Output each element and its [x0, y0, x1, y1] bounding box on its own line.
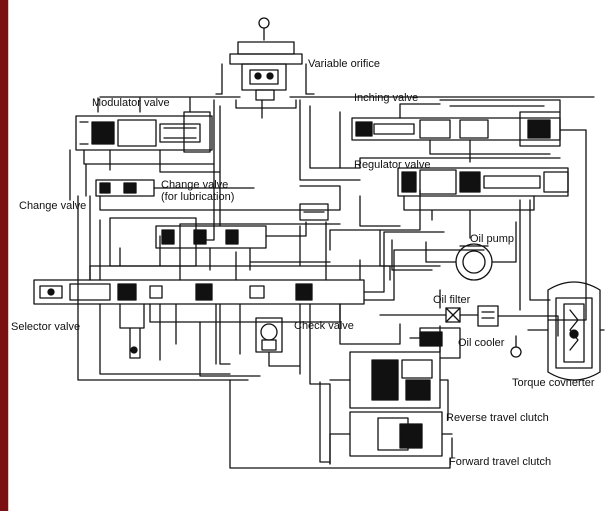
- oil-filter: [379, 289, 479, 323]
- label-check-valve: Check valve: [294, 320, 354, 332]
- label-inching-valve: Inching valve: [354, 92, 419, 104]
- label-for-lubrication: (for lubrication): [161, 191, 235, 203]
- label-regulator-valve: Regulator valve: [354, 159, 431, 171]
- pressure-gauge-icon: [510, 346, 522, 358]
- variable-orifice: [99, 17, 595, 109]
- label-forward-travel-clutch: Forward travel clutch: [449, 456, 552, 468]
- label-torque-converter: Torque covnerter: [512, 377, 595, 389]
- forward-travel-clutch: [329, 411, 453, 465]
- selector-valve: [33, 225, 391, 365]
- label-modulator-valve: Modulator valve: [92, 97, 170, 109]
- label-oil-cooler: Oil cooler: [458, 337, 505, 349]
- change-valve: [77, 195, 307, 297]
- label-selector-valve: Selector valve: [11, 321, 81, 333]
- inching-valve: [351, 99, 587, 311]
- modulator-valve: [75, 97, 221, 173]
- change-valve-lubrication: [95, 179, 341, 221]
- regulator-valve: [359, 157, 569, 239]
- left-border: [0, 0, 9, 511]
- reverse-travel-clutch: [329, 327, 461, 421]
- pressure-gauge-icon: [258, 17, 270, 29]
- check-valve: [239, 303, 301, 375]
- label-oil-pump: Oil pump: [470, 233, 515, 245]
- torque-converter: [527, 281, 605, 381]
- oil-pump: [425, 221, 517, 281]
- oil-lines: [69, 99, 587, 469]
- label-variable-orifice: Variable orifice: [308, 58, 380, 70]
- label-oil-filter: Oil filter: [433, 294, 471, 306]
- oil-cooler: [477, 305, 559, 358]
- label-change-valve: Change valve: [19, 200, 87, 212]
- label-change-valve-lubrication: Change valve: [161, 179, 229, 191]
- label-reverse-travel-clutch: Reverse travel clutch: [446, 412, 549, 424]
